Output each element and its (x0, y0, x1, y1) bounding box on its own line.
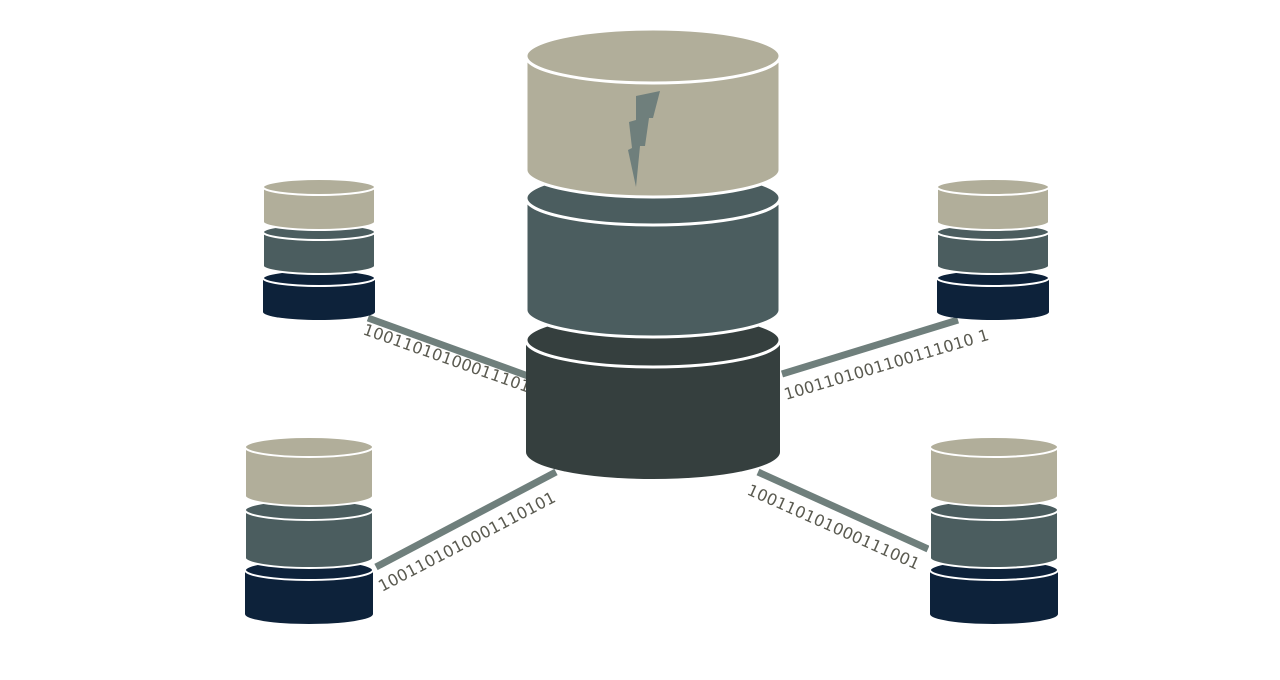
connector-top-left (366, 314, 530, 380)
satellite-database-top-left (262, 178, 376, 320)
bits-label-bottom-left: 1001101010001110101 (375, 488, 559, 596)
connector-top-right (780, 316, 960, 378)
connector-bottom-right (756, 468, 930, 553)
bits-label-top-left: 1001101010001110101 (361, 320, 553, 404)
satellite-database-top-right (936, 178, 1050, 320)
lightning-bolt-icon (628, 91, 660, 187)
satellite-database-bottom-left (244, 436, 374, 624)
bits-label-bottom-right: 100110101000111001 (744, 480, 922, 573)
main-database-icon (524, 27, 782, 479)
satellite-database-bottom-right (929, 436, 1059, 624)
connector-bottom-left (374, 468, 558, 571)
connectors (366, 314, 960, 571)
